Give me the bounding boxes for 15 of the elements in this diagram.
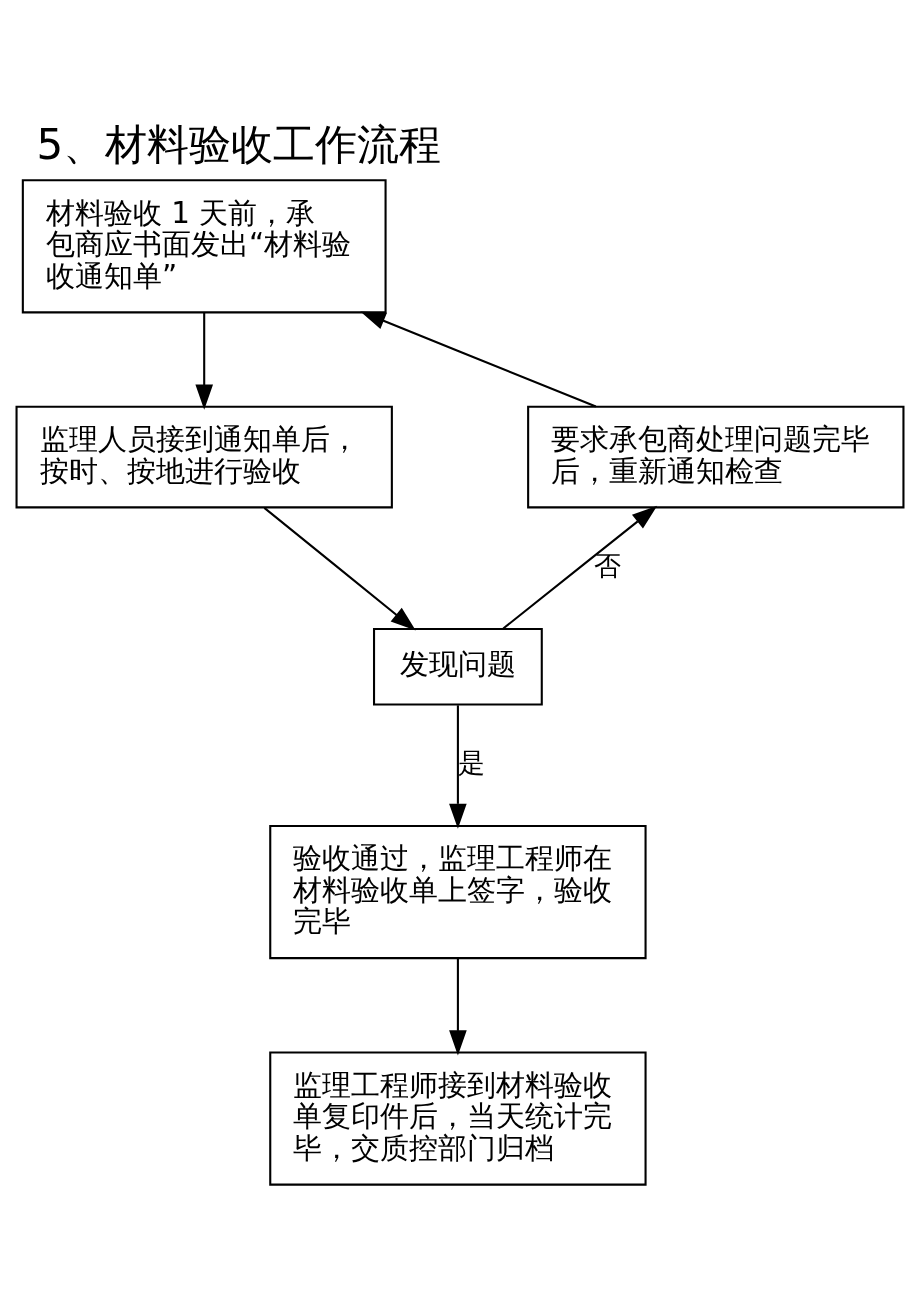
- arrow: [360, 310, 597, 407]
- arrow: [449, 958, 467, 1055]
- node-box: 验收通过，监理工程师在材料验收单上签字，验收完毕: [269, 824, 647, 959]
- arrow: [263, 506, 416, 630]
- node-box: 监理工程师接到材料验收单复印件后，当天统计完毕，交质控部门归档: [269, 1050, 647, 1186]
- arrow: [195, 312, 214, 410]
- diagram-title: 5、材料验收工作流程: [36, 119, 442, 169]
- arrow: [449, 704, 467, 829]
- edge-label: 是: [458, 746, 486, 778]
- node-box: 监理人员接到通知单后，按时、按地进行验收: [15, 405, 393, 508]
- node-box: 发现问题: [372, 627, 543, 705]
- edge-label: 否: [594, 549, 622, 581]
- node-box: 材料验收 1 天前，承包商应书面发出“材料验收通知单”: [21, 178, 387, 313]
- node-box: 要求承包商处理问题完毕后，重新通知检查: [527, 405, 905, 508]
- arrow: [502, 505, 658, 629]
